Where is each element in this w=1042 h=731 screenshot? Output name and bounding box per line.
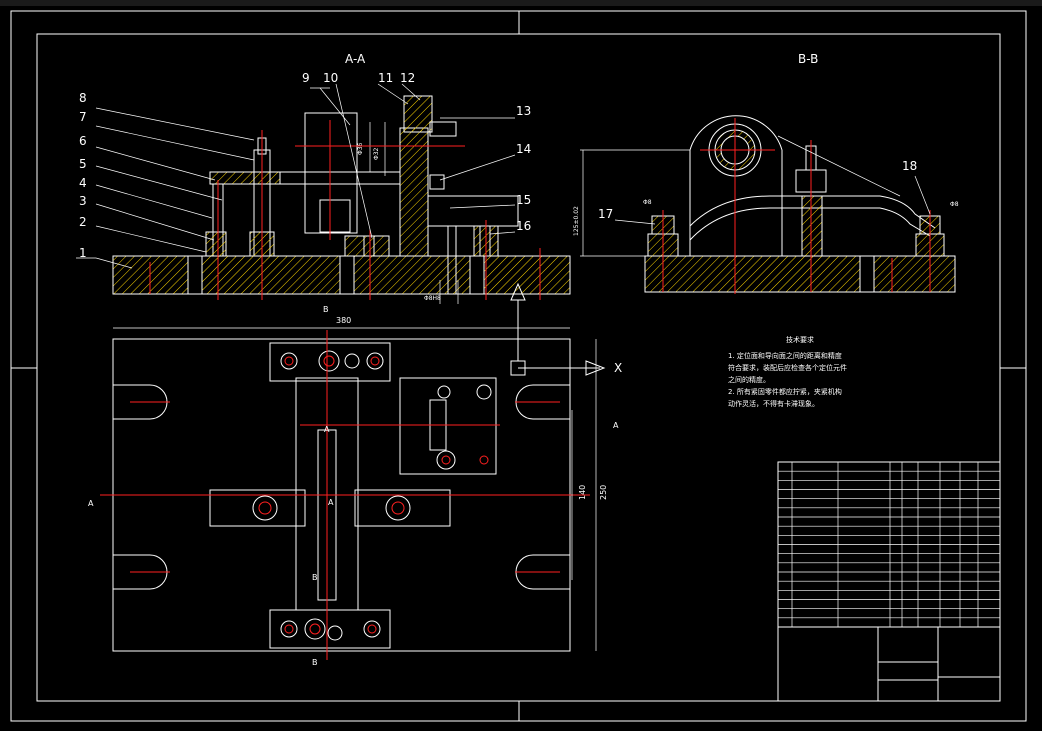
marker-b-mid: B [312,573,318,582]
section-aa-label: A-A [345,52,366,66]
marker-b-top: B [323,305,329,314]
part-label-7: 7 [79,110,87,124]
part-label-18: 18 [902,159,917,173]
part-label-10: 10 [323,71,338,85]
part-label-15: 15 [516,193,531,207]
part-number-labels: 8 7 6 5 4 3 2 1 9 10 11 12 13 14 15 16 1… [79,71,917,260]
part-label-16: 16 [516,219,531,233]
title-block [777,626,1001,702]
plan-view-labels: 380 140 250 X A A B B B A A [88,305,622,667]
marker-a-mid-upper: A [324,425,330,434]
section-bb-label: B-B [798,52,818,66]
part-label-13: 13 [516,104,531,118]
tech-req-line-5: 动作灵活，不得有卡滞现象。 [728,399,819,408]
tech-req-line-1: 1. 定位面和导向面之间的距离和精度 [728,351,842,360]
svg-text:Φ36: Φ36 [357,142,364,155]
part-label-14: 14 [516,142,531,156]
part-label-1: 1 [79,246,87,260]
dim-height-inner: 140 [578,485,587,500]
part-label-17: 17 [598,207,613,221]
dim-width: 380 [336,316,351,325]
marker-a-right: A [613,421,619,430]
tech-req-line-4: 2. 所有紧固零件都应拧紧，夹紧机构 [728,387,842,396]
part-label-12: 12 [400,71,415,85]
technical-requirements: 技术要求 1. 定位面和导向面之间的距离和精度 符合要求，装配后应检查各个定位元… [728,335,847,408]
tech-req-line-3: 之间的精度。 [728,375,770,384]
tech-req-title: 技术要求 [786,335,814,344]
dim-height-outer: 250 [599,485,608,500]
svg-text:Φ8: Φ8 [950,201,959,208]
section-bb-view: B-B 125±0.02 Φ8 Φ8 [573,52,959,294]
part-label-9: 9 [302,71,310,85]
svg-text:Φ8: Φ8 [643,199,652,206]
part-label-5: 5 [79,157,87,171]
part-label-11: 11 [378,71,393,85]
x-axis-label: X [614,361,622,375]
plan-view [100,282,606,660]
parts-list-table [777,461,1001,628]
part-label-6: 6 [79,134,87,148]
svg-text:125±0.02: 125±0.02 [573,206,580,236]
marker-a-mid-lower: A [328,498,334,507]
section-aa-view: A-A Φ8H8 Φ36 Φ32 [76,52,571,304]
marker-a-left: A [88,499,94,508]
tech-req-line-2: 符合要求，装配后应检查各个定位元件 [728,363,847,372]
part-label-3: 3 [79,194,87,208]
svg-text:Φ8H8: Φ8H8 [424,295,441,302]
marker-b-bottom: B [312,658,318,667]
part-label-8: 8 [79,91,87,105]
part-label-4: 4 [79,176,87,190]
drawing-frame [10,10,1027,722]
part-label-2: 2 [79,215,87,229]
svg-text:Φ32: Φ32 [373,147,380,160]
window-top-strip [0,0,1042,6]
